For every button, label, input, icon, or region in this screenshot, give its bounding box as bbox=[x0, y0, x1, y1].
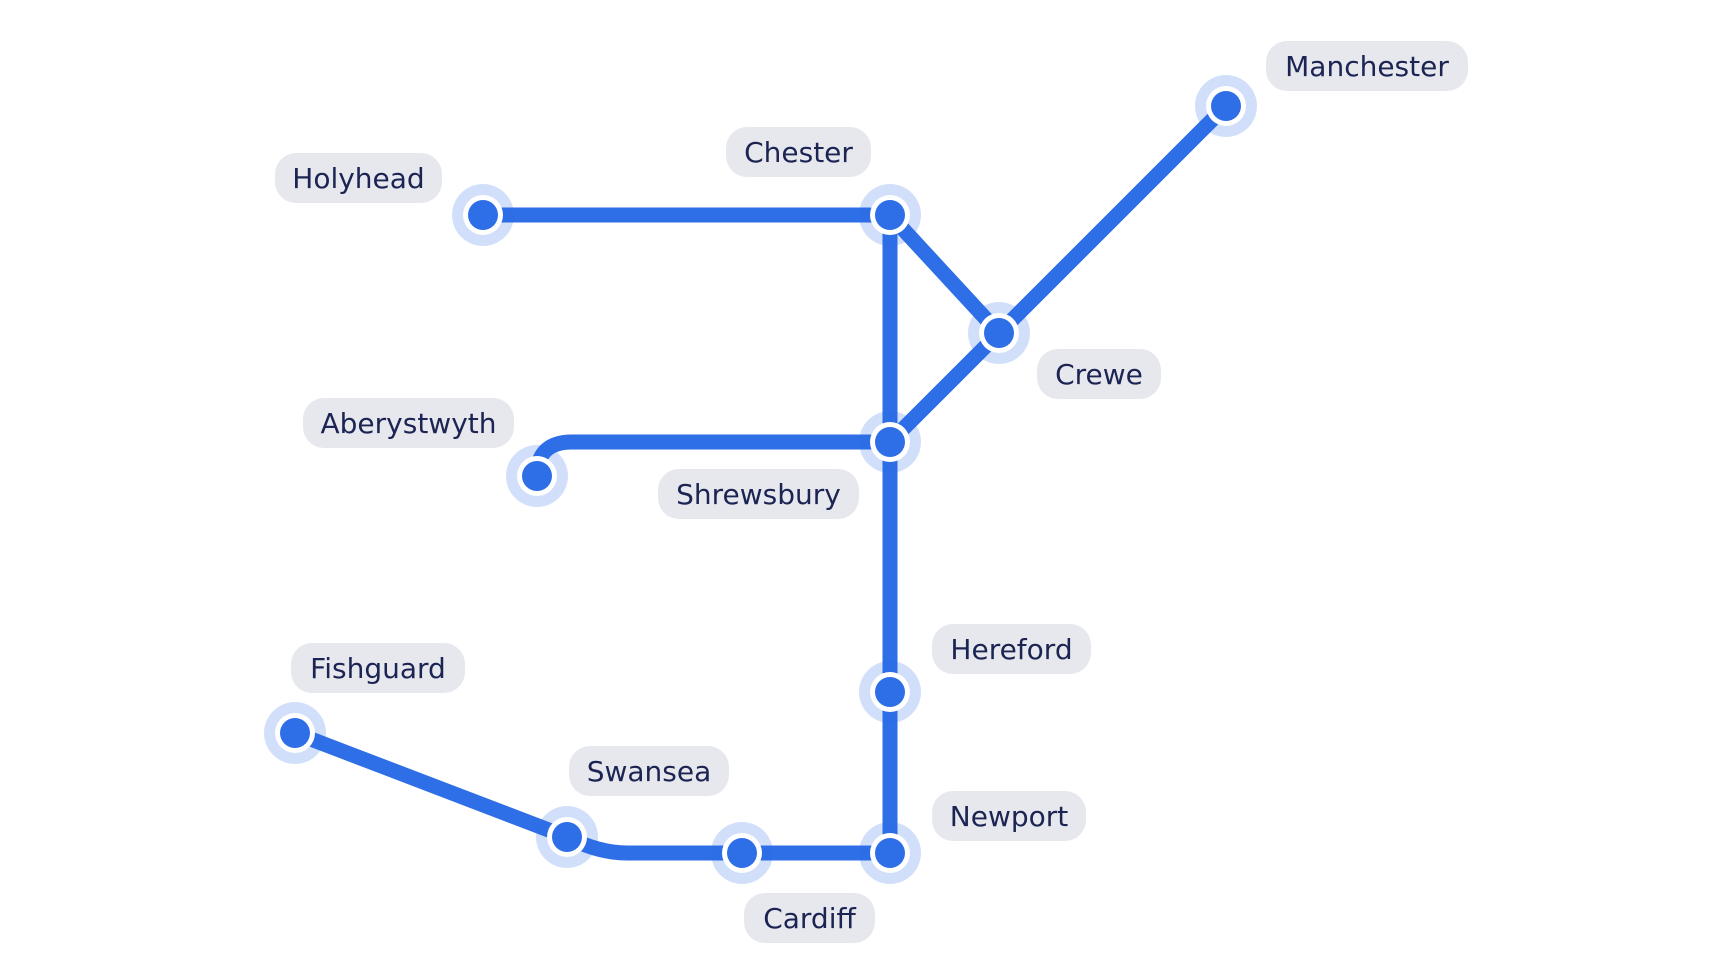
station-label-background bbox=[744, 893, 875, 943]
station-label-background bbox=[569, 746, 729, 796]
station-name: Shrewsbury bbox=[676, 478, 841, 511]
track-holyhead-chester bbox=[475, 207, 898, 231]
station-dot bbox=[875, 677, 905, 707]
station-name: Fishguard bbox=[310, 652, 446, 685]
station-label-background bbox=[1037, 349, 1161, 399]
station-fishguard bbox=[264, 702, 326, 764]
station-swansea bbox=[536, 806, 598, 868]
station-name: Holyhead bbox=[292, 162, 424, 195]
track-crewe-manchester bbox=[991, 98, 1234, 341]
station-holyhead bbox=[452, 184, 514, 246]
station-label-background bbox=[303, 398, 514, 448]
station-label-crewe: Crewe bbox=[1037, 349, 1161, 399]
station-dot bbox=[875, 427, 905, 457]
station-name: Swansea bbox=[587, 755, 712, 788]
station-label-swansea: Swansea bbox=[569, 746, 729, 796]
station-label-background bbox=[1266, 41, 1468, 91]
station-label-cardiff: Cardiff bbox=[744, 893, 875, 943]
station-hereford bbox=[859, 661, 921, 723]
station-name: Cardiff bbox=[763, 902, 856, 935]
station-dot bbox=[875, 200, 905, 230]
station-label-fishguard: Fishguard bbox=[291, 643, 465, 693]
station-label-shrewsbury: Shrewsbury bbox=[658, 469, 859, 519]
station-label-newport: Newport bbox=[932, 791, 1086, 841]
station-newport bbox=[859, 822, 921, 884]
station-label-background bbox=[658, 469, 859, 519]
station-dot bbox=[522, 461, 552, 491]
station-label-manchester: Manchester bbox=[1266, 41, 1468, 91]
station-label-background bbox=[726, 127, 871, 177]
station-dot bbox=[552, 822, 582, 852]
station-name: Newport bbox=[950, 800, 1068, 833]
track-fishguard-swansea bbox=[287, 725, 575, 845]
station-label-aberystwyth: Aberystwyth bbox=[303, 398, 514, 448]
station-name: Hereford bbox=[950, 633, 1072, 666]
station-label-background bbox=[275, 153, 442, 203]
station-name: Chester bbox=[744, 136, 853, 169]
station-dot bbox=[984, 318, 1014, 348]
track-crewe-shrewsbury bbox=[882, 325, 1007, 450]
station-name: Aberystwyth bbox=[321, 407, 497, 440]
track-chester-crewe bbox=[882, 207, 1007, 341]
labels-layer: Holyhead Chester ManchesterCreweAberystwyt… bbox=[275, 41, 1468, 943]
station-aberystwyth bbox=[506, 445, 568, 507]
station-name: Manchester bbox=[1285, 50, 1449, 83]
station-shrewsbury bbox=[859, 411, 921, 473]
station-dot bbox=[875, 838, 905, 868]
station-name: Crewe bbox=[1055, 358, 1143, 391]
station-label-background bbox=[932, 624, 1091, 674]
station-label-holyhead: Holyhead bbox=[275, 153, 442, 203]
station-cardiff bbox=[711, 822, 773, 884]
station-dot bbox=[727, 838, 757, 868]
station-dot bbox=[468, 200, 498, 230]
station-chester bbox=[859, 184, 921, 246]
station-label-background bbox=[932, 791, 1086, 841]
station-manchester bbox=[1195, 75, 1257, 137]
station-crewe bbox=[968, 302, 1030, 364]
station-label-hereford: Hereford bbox=[932, 624, 1091, 674]
station-label-chester: Chester bbox=[726, 127, 871, 177]
stations-layer bbox=[264, 75, 1257, 884]
station-label-background bbox=[291, 643, 465, 693]
station-dot bbox=[1211, 91, 1241, 121]
station-dot bbox=[280, 718, 310, 748]
